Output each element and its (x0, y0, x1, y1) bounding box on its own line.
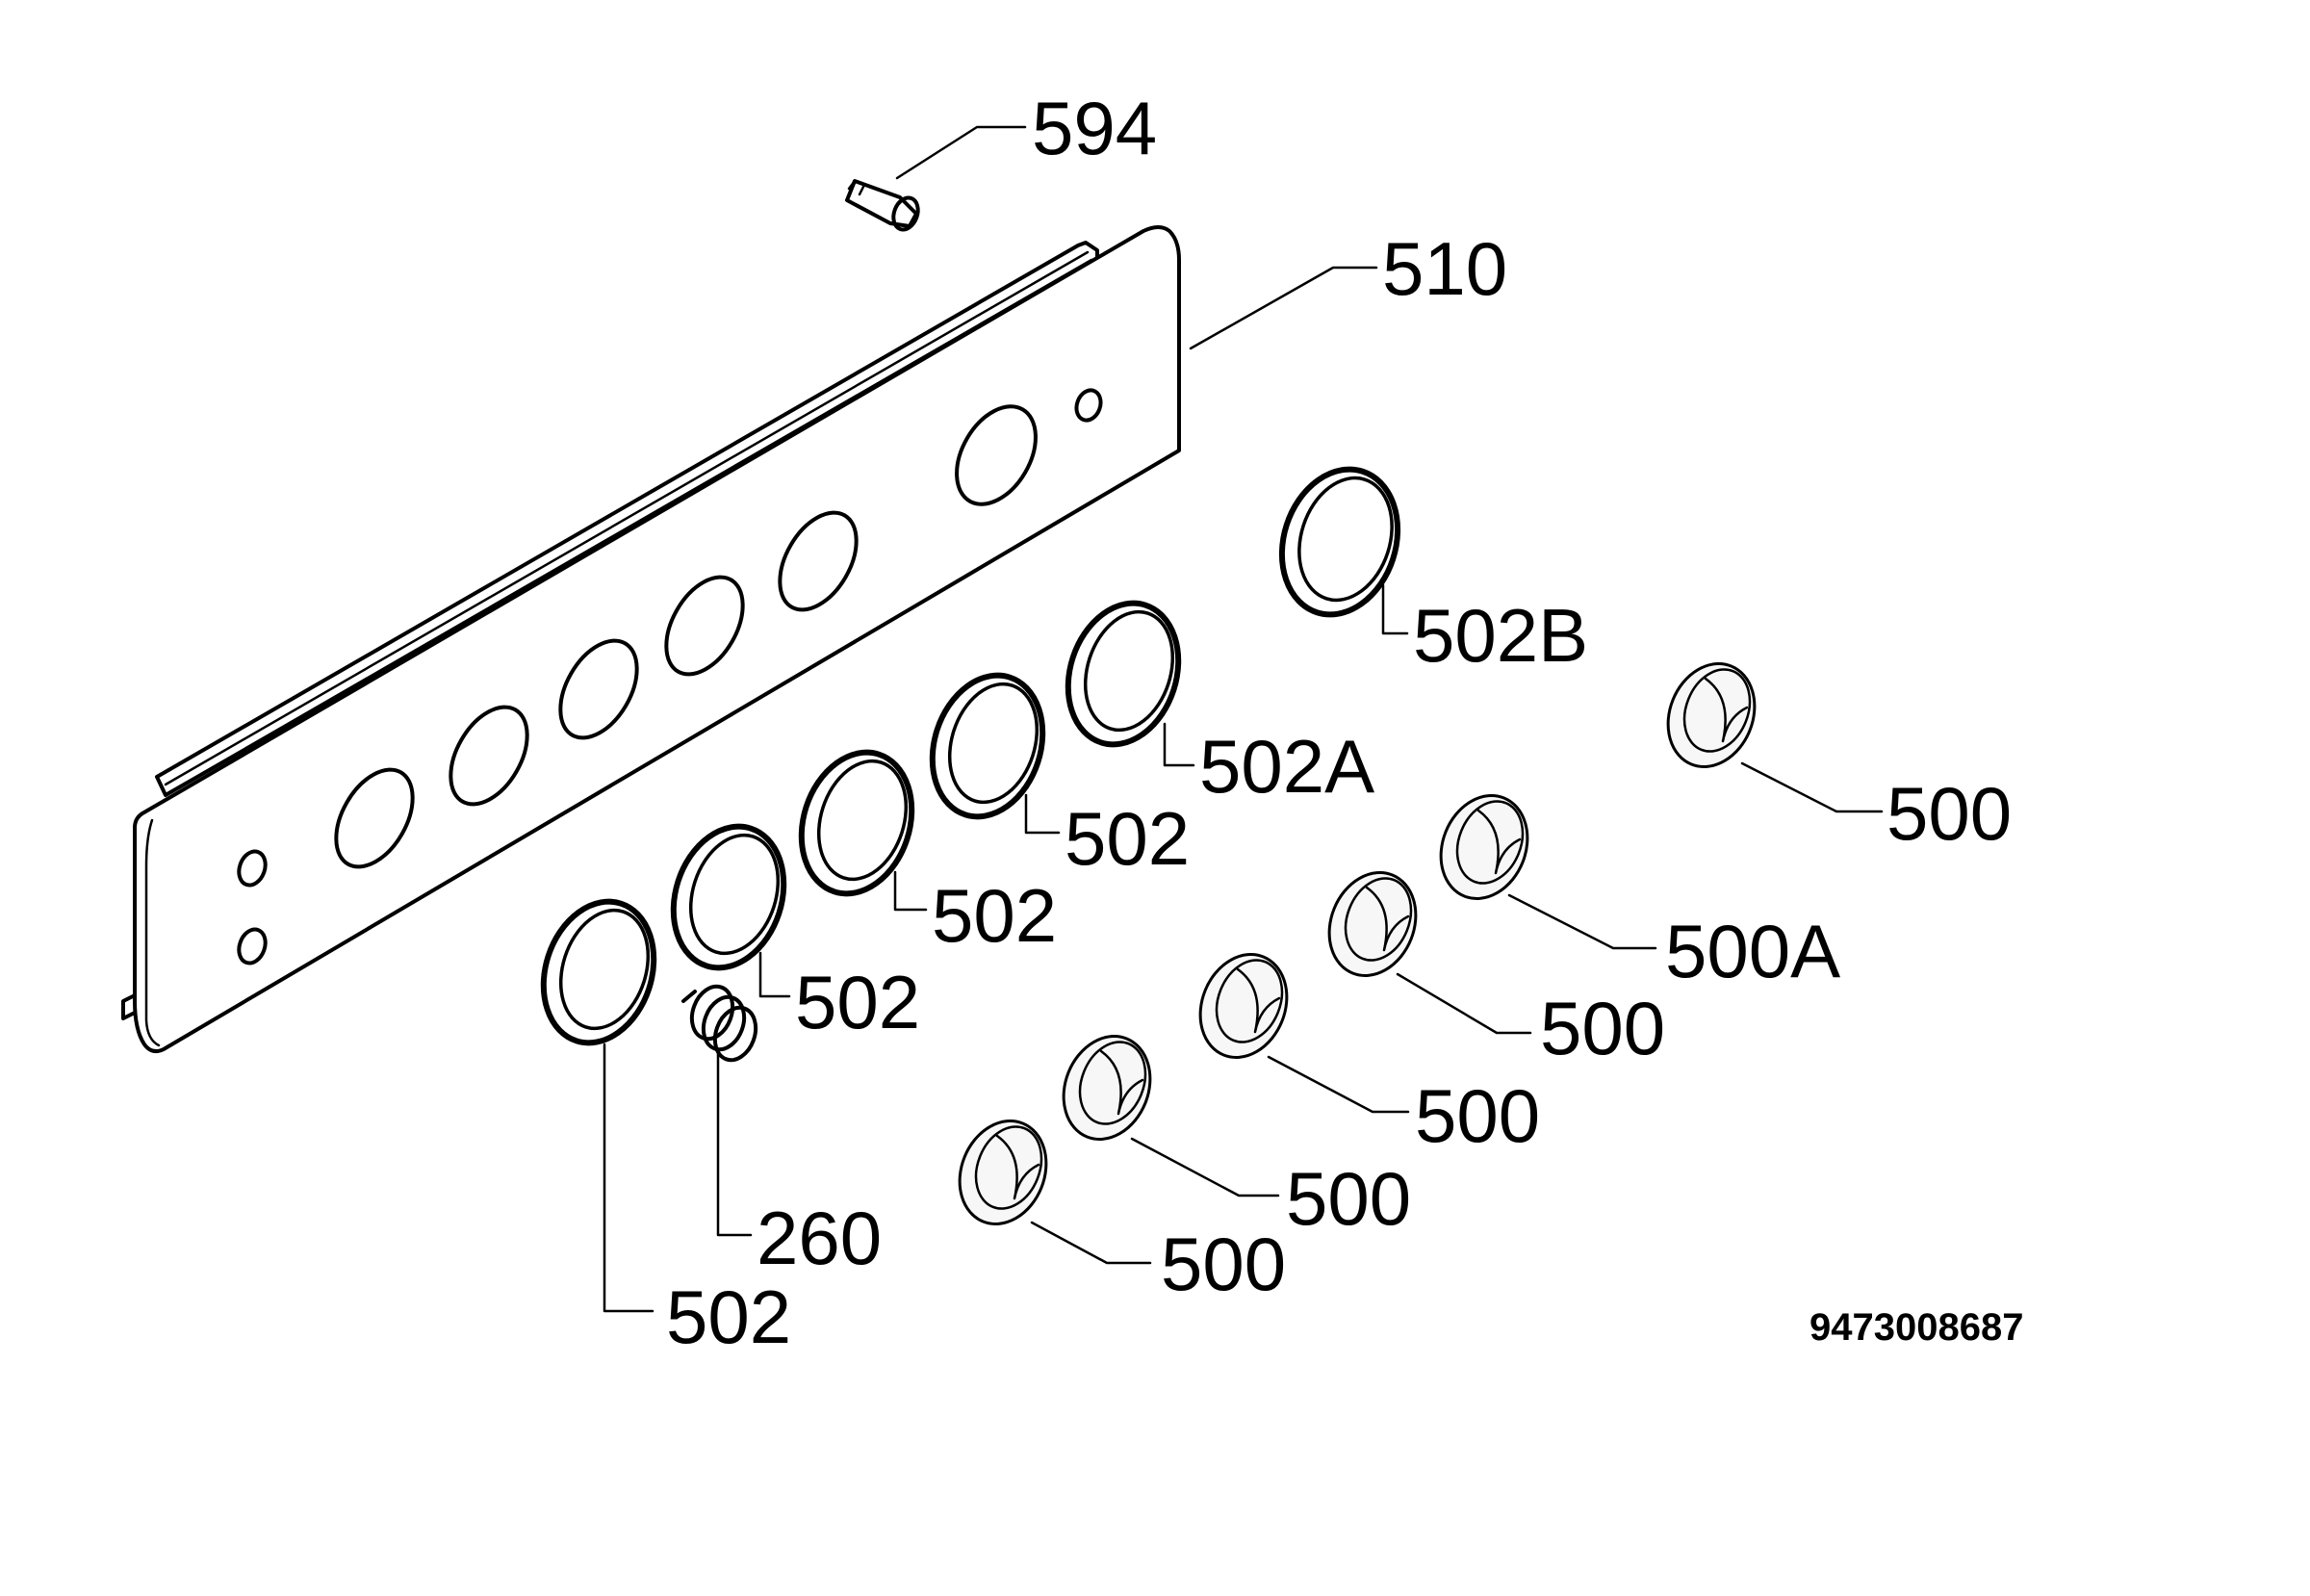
leader-lines (603, 125, 1884, 1313)
label-502-1: 502 (666, 1274, 791, 1359)
trim-ring-502b (1278, 466, 1401, 618)
knob-3 (1327, 871, 1418, 977)
label-502a: 502A (1199, 724, 1374, 809)
part-labels: 594 510 502B 502A 502 502 502 502 260 50… (666, 86, 2012, 1359)
drawing-number: 9473008687 (1810, 1306, 2023, 1349)
trim-ring-502-4 (929, 672, 1046, 820)
label-510: 510 (1382, 226, 1507, 311)
trim-ring-502-1 (540, 898, 657, 1046)
knob-top-right (1666, 662, 1757, 768)
trim-ring-502a (1065, 600, 1182, 748)
label-500a: 500A (1665, 909, 1840, 993)
knob-4 (1198, 953, 1289, 1059)
knob-6 (958, 1120, 1048, 1225)
indicator-lamp (845, 179, 920, 232)
label-500-3: 500 (1540, 986, 1665, 1070)
label-500-5: 500 (1286, 1156, 1411, 1241)
label-502-4: 502 (1065, 796, 1190, 881)
trim-ring-502-2 (670, 823, 787, 971)
trim-ring-502-3 (798, 749, 915, 897)
label-500-4: 500 (1415, 1073, 1540, 1158)
label-500-top: 500 (1886, 771, 2012, 856)
label-502b: 502B (1413, 593, 1588, 678)
knob-5 (1062, 1035, 1152, 1141)
control-panel (121, 225, 1181, 1054)
label-594: 594 (1032, 86, 1157, 170)
knob-500a (1439, 794, 1529, 900)
label-500-6: 500 (1161, 1222, 1286, 1306)
trim-rings (540, 466, 1401, 1046)
label-502-3: 502 (932, 873, 1057, 958)
label-502-2: 502 (795, 960, 920, 1044)
spring (681, 984, 758, 1063)
control-knobs (958, 662, 1757, 1225)
label-260: 260 (757, 1196, 882, 1280)
